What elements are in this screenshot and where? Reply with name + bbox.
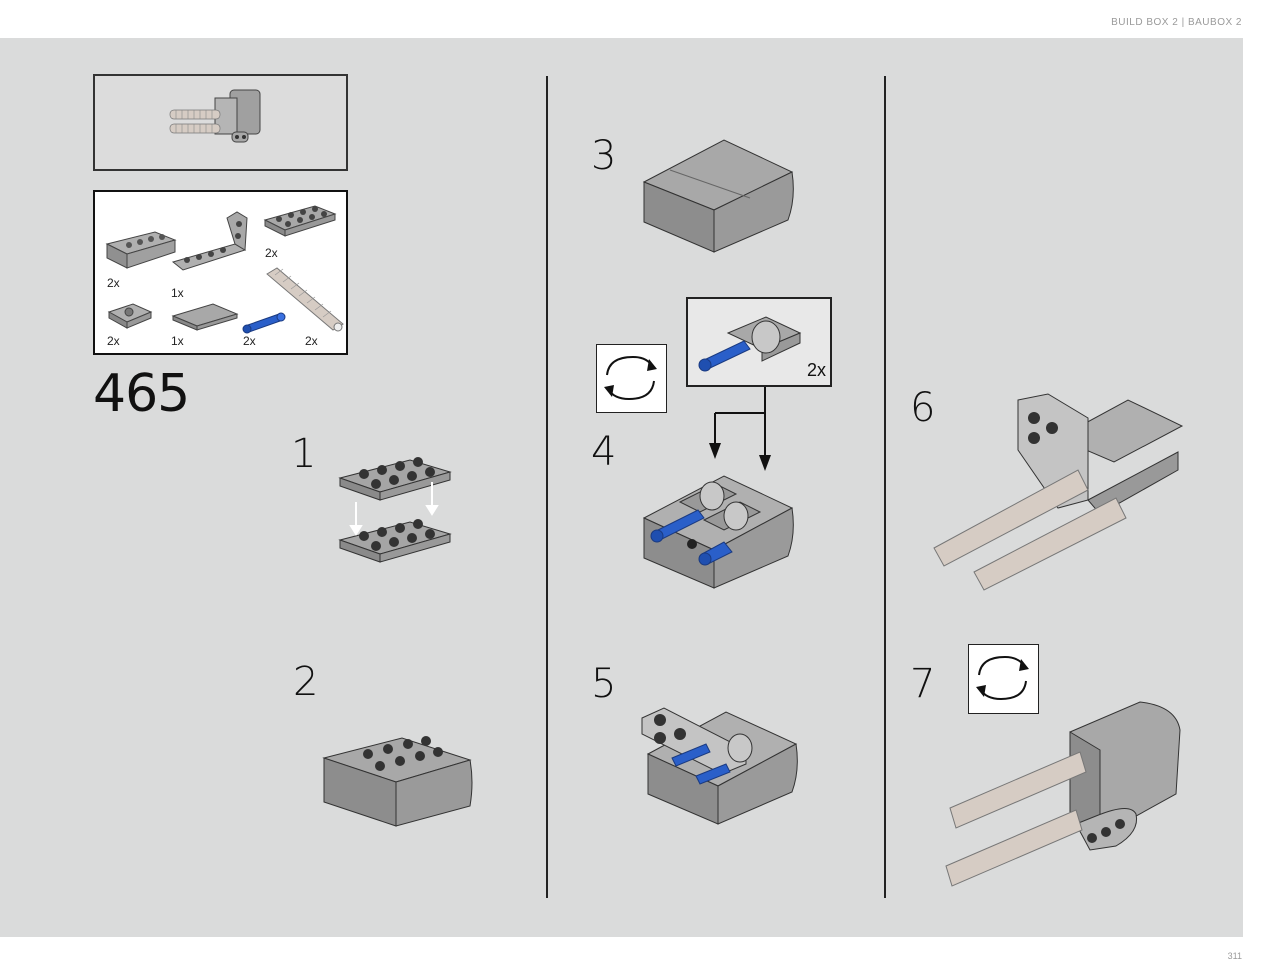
step-2-number: 2 [293, 659, 319, 705]
rotate-box-step4 [596, 344, 667, 413]
parts-list-box: 2x 1x 2x 2x 1x 2x 2x [93, 190, 348, 355]
callout-quantity: 2x [806, 360, 826, 380]
model-preview-box [93, 74, 348, 171]
rotate-model-icon [976, 655, 1029, 701]
qty-axle: 2x [305, 334, 318, 348]
step-4-illustration [642, 475, 794, 589]
step-2-illustration [322, 736, 473, 827]
part-tile [171, 303, 239, 331]
part-l-beam [171, 211, 248, 271]
part-jumper-plate [107, 303, 153, 329]
step-3-illustration [642, 139, 794, 253]
qty-blue-pin: 2x [243, 334, 256, 348]
part-axle [266, 267, 344, 332]
step-6-axles [933, 469, 1127, 591]
model-preview-illustration [169, 89, 261, 143]
page-number: 311 [1227, 951, 1242, 961]
part-blue-pin [242, 312, 286, 334]
step-1-illustration [338, 457, 452, 563]
parts-illustrations [105, 205, 344, 334]
step-3-number: 3 [591, 133, 617, 179]
instruction-panel: 2x 1x 2x 2x 1x 2x 2x 465 1 [0, 38, 1243, 937]
qty-curved-slope: 2x [107, 276, 120, 290]
part-plate-2x4 [263, 205, 337, 237]
part-curved-slope [105, 231, 177, 269]
step-4-callout-arrows [709, 387, 771, 471]
step-6-illustration [933, 393, 1184, 591]
step-7-number: 7 [910, 661, 936, 707]
step-4-callout: 2x [686, 297, 832, 387]
step-6-number: 6 [910, 385, 936, 431]
step-7-axles [945, 751, 1087, 887]
rotate-box-step7 [968, 644, 1039, 714]
set-number: 465 [93, 364, 190, 424]
rotate-model-icon [604, 355, 657, 401]
qty-tile: 1x [171, 334, 184, 348]
header-title: BUILD BOX 2 | BAUBOX 2 [1111, 17, 1242, 28]
column-divider-left [546, 76, 548, 898]
step-7-illustration [945, 701, 1181, 887]
callout-pin-assembly [698, 316, 802, 372]
step-5-number: 5 [591, 661, 617, 707]
step-1-number: 1 [291, 431, 317, 477]
column-divider-right [884, 76, 886, 898]
step-5-illustration [641, 707, 798, 825]
qty-l-beam: 1x [171, 286, 184, 300]
step-4-number: 4 [591, 429, 617, 475]
qty-plate: 2x [265, 246, 278, 260]
qty-jumper-plate: 2x [107, 334, 120, 348]
